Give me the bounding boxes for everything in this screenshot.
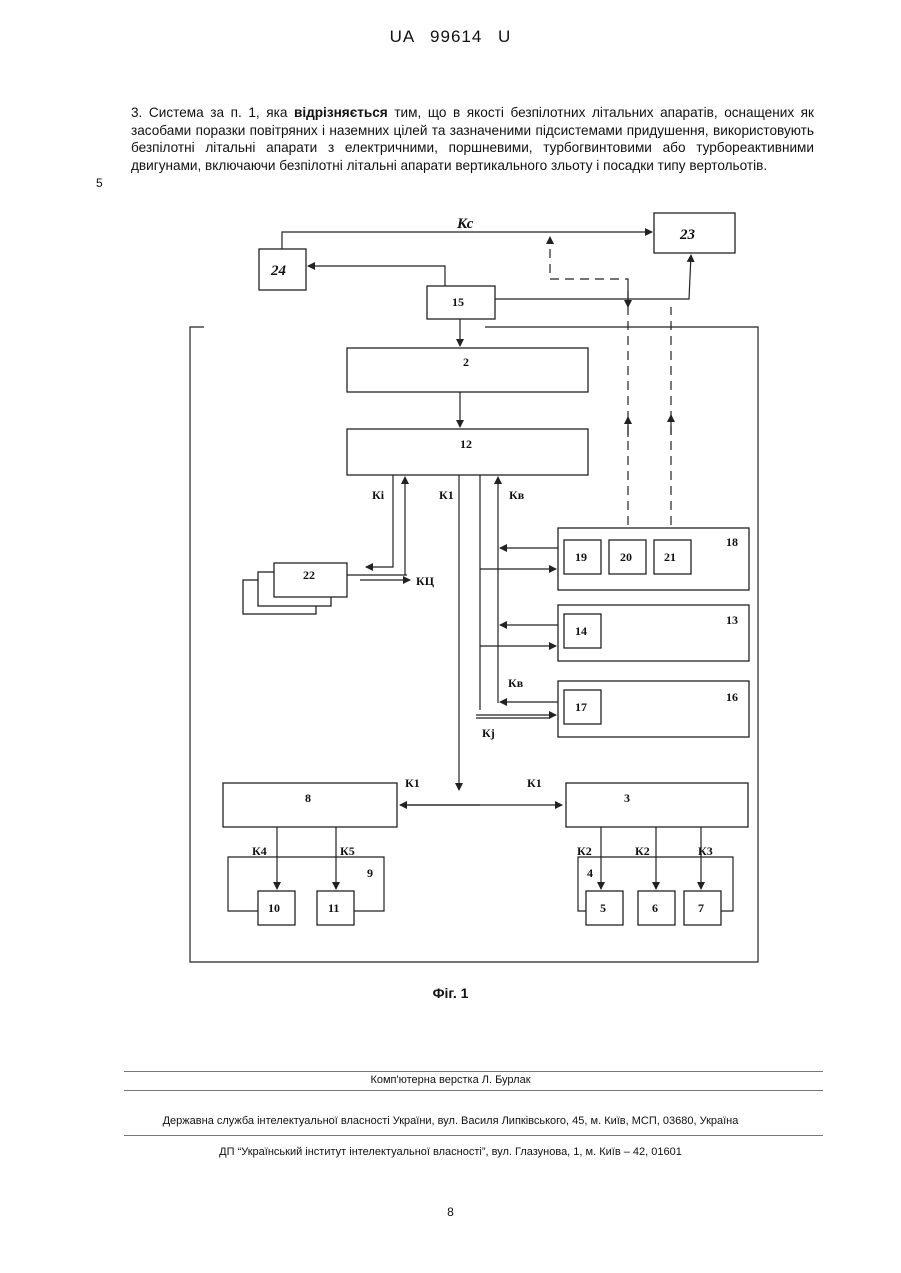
- block-9-label: 9: [367, 866, 373, 880]
- label-k4: К4: [252, 844, 267, 858]
- block-23-label: 23: [679, 227, 696, 243]
- block-10-label: 10: [268, 901, 280, 915]
- block-13-label: 13: [726, 613, 738, 627]
- label-k2-a: К2: [577, 844, 592, 858]
- label-k3: К3: [698, 844, 713, 858]
- block-5-label: 5: [600, 901, 606, 915]
- block-17-label: 17: [575, 700, 587, 714]
- footer-rule-3: [124, 1135, 823, 1136]
- block-6-label: 6: [652, 901, 658, 915]
- label-k1-left: К1: [405, 776, 420, 790]
- claim-keyword: відрізняється: [294, 105, 388, 120]
- label-k1-top: К1: [439, 488, 454, 502]
- block-3-label: 3: [624, 791, 630, 805]
- label-kj: Кj: [482, 726, 495, 740]
- block-20-label: 20: [620, 550, 632, 564]
- label-k1-right: К1: [527, 776, 542, 790]
- block-diagram: 24 23 15 Кс 2 12 Кі К1 Кв 22 КЦ 18 19: [180, 205, 770, 975]
- block-8-label: 8: [305, 791, 311, 805]
- label-kv-top: Кв: [509, 488, 525, 502]
- label-k2-b: К2: [635, 844, 650, 858]
- block-19-label: 19: [575, 550, 587, 564]
- figure-caption: Фіг. 1: [0, 985, 901, 1001]
- claim-lead: 3. Система за п. 1, яка: [131, 105, 294, 120]
- block-15-label: 15: [452, 295, 464, 309]
- label-k5: К5: [340, 844, 355, 858]
- block-24-label: 24: [270, 263, 287, 279]
- layout-credit: Комп'ютерна верстка Л. Бурлак: [0, 1074, 901, 1086]
- block-2-label: 2: [463, 355, 469, 369]
- footer-rule-1: [124, 1071, 823, 1072]
- claim-paragraph: 3. Система за п. 1, яка відрізняється ти…: [131, 104, 814, 174]
- footer-rule-2: [124, 1090, 823, 1091]
- block-14-label: 14: [575, 624, 587, 638]
- block-8: [223, 783, 397, 827]
- document-code: UA 99614 U: [0, 27, 901, 47]
- connector-kc: [282, 232, 652, 249]
- line-number: 5: [96, 176, 103, 190]
- label-ki: Кі: [372, 488, 385, 502]
- block-4-label: 4: [587, 866, 593, 880]
- page-number: 8: [0, 1205, 901, 1219]
- block-16-label: 16: [726, 690, 738, 704]
- connector-15-24: [308, 266, 445, 286]
- block-22-label: 22: [303, 568, 315, 582]
- label-kc-bottom: КЦ: [416, 574, 435, 588]
- label-kc: Кс: [456, 216, 474, 232]
- block-18-label: 18: [726, 535, 738, 549]
- block-12-label: 12: [460, 437, 472, 451]
- block-12: [347, 429, 588, 475]
- agency-address: Державна служба інтелектуальної власност…: [0, 1115, 901, 1127]
- institute-address: ДП “Український інститут інтелектуальної…: [0, 1146, 901, 1158]
- block-21-label: 21: [664, 550, 676, 564]
- connector-15-23: [495, 255, 691, 299]
- block-7-label: 7: [698, 901, 704, 915]
- label-kv-bottom: Кв: [508, 676, 524, 690]
- block-3: [566, 783, 748, 827]
- block-11-label: 11: [328, 901, 339, 915]
- block-9-frame: [228, 857, 384, 911]
